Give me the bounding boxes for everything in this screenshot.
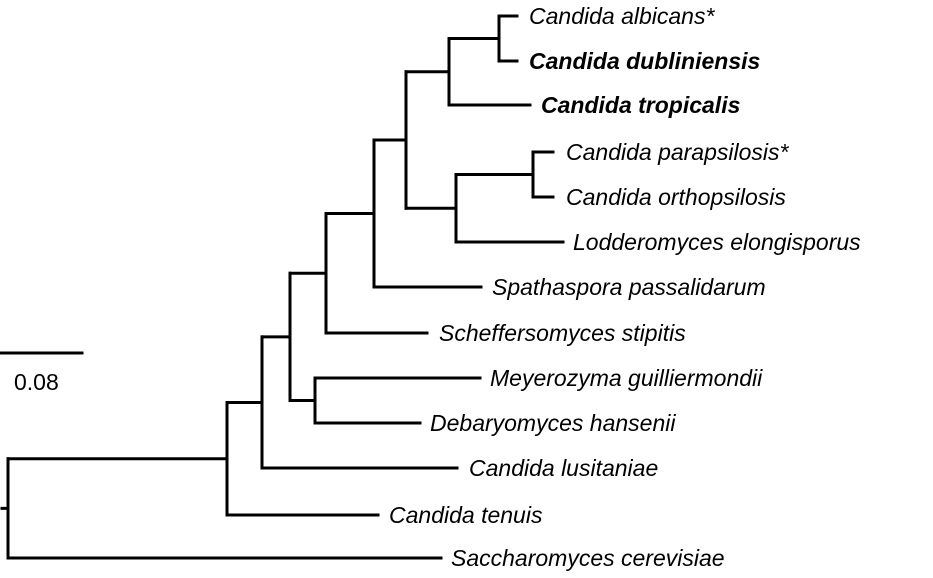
taxon-label: Scheffersomyces stipitis [439, 320, 686, 346]
tree-branches [0, 14, 565, 560]
taxon-label: Spathaspora passalidarum [492, 274, 766, 300]
taxon-label: Saccharomyces cerevisiae [451, 545, 725, 571]
taxon-label: Candida parapsilosis* [566, 139, 790, 165]
taxon-labels: Candida albicans* Candida dubliniensisCan… [389, 3, 861, 571]
taxon-label: Lodderomyces elongisporus [573, 229, 861, 255]
taxon-label: Candida lusitaniae [469, 455, 658, 481]
scale-bar-label: 0.08 [14, 369, 59, 395]
taxon-label: Candida tenuis [389, 502, 543, 528]
taxon-label: Meyerozyma guilliermondii [490, 365, 763, 391]
taxon-label: Debaryomyces hansenii [430, 410, 676, 436]
taxon-label: Candida orthopsilosis [566, 184, 786, 210]
taxon-label: Candida dubliniensis [529, 48, 760, 74]
taxon-label: Candida tropicalis [541, 92, 740, 118]
scale-bar: 0.08 [0, 351, 84, 395]
taxon-label: Candida albicans* [529, 3, 715, 29]
